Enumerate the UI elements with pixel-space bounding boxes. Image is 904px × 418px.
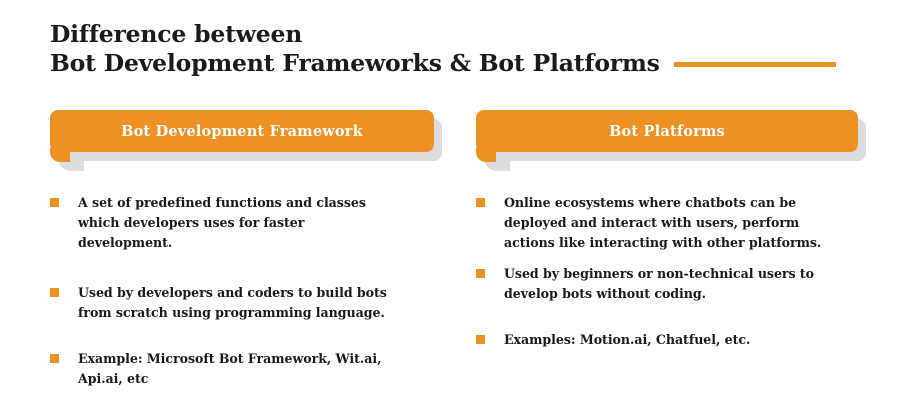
list-item-text: Used by developers and coders to build b… — [78, 285, 387, 320]
square-bullet-icon — [476, 269, 485, 278]
list-item: A set of predefined functions and classe… — [50, 193, 434, 253]
square-bullet-icon — [50, 354, 59, 363]
banner-body-left: Bot Development Framework — [50, 110, 434, 152]
list-item-text: Examples: Motion.ai, Chatfuel, etc. — [504, 332, 751, 347]
square-bullet-icon — [476, 335, 485, 344]
column-header-banner-right: Bot Platforms — [476, 110, 866, 171]
title-line-1: Difference between — [50, 20, 303, 48]
list-item: Used by beginners or non-technical users… — [476, 264, 858, 304]
list-item: Examples: Motion.ai, Chatfuel, etc. — [476, 330, 858, 350]
title-line-2-row: Bot Development Frameworks & Bot Platfor… — [50, 49, 870, 78]
list-item: Online ecosystems where chatbots can be … — [476, 193, 858, 253]
column-bot-development-framework: Bot Development Framework A set of prede… — [50, 110, 442, 389]
list-item-text: A set of predefined functions and classe… — [78, 195, 366, 250]
bullet-list-right: Online ecosystems where chatbots can be … — [476, 193, 858, 350]
column-header-label-left: Bot Development Framework — [121, 122, 363, 140]
bullet-list-left: A set of predefined functions and classe… — [50, 193, 434, 389]
banner-body-right: Bot Platforms — [476, 110, 858, 152]
list-item-text: Example: Microsoft Bot Framework, Wit.ai… — [78, 351, 382, 386]
square-bullet-icon — [50, 198, 59, 207]
square-bullet-icon — [50, 288, 59, 297]
column-bot-platforms: Bot Platforms Online ecosystems where ch… — [476, 110, 866, 350]
column-header-label-right: Bot Platforms — [609, 122, 725, 140]
list-item-text: Used by beginners or non-technical users… — [504, 266, 815, 301]
list-item: Example: Microsoft Bot Framework, Wit.ai… — [50, 349, 434, 389]
list-item: Used by developers and coders to build b… — [50, 283, 434, 323]
square-bullet-icon — [476, 198, 485, 207]
list-item-text: Online ecosystems where chatbots can be … — [504, 195, 822, 250]
column-header-banner-left: Bot Development Framework — [50, 110, 442, 171]
title-underline-rule — [673, 62, 836, 67]
title-line-2: Bot Development Frameworks & Bot Platfor… — [50, 49, 660, 77]
page-title: Difference between Bot Development Frame… — [50, 20, 870, 78]
